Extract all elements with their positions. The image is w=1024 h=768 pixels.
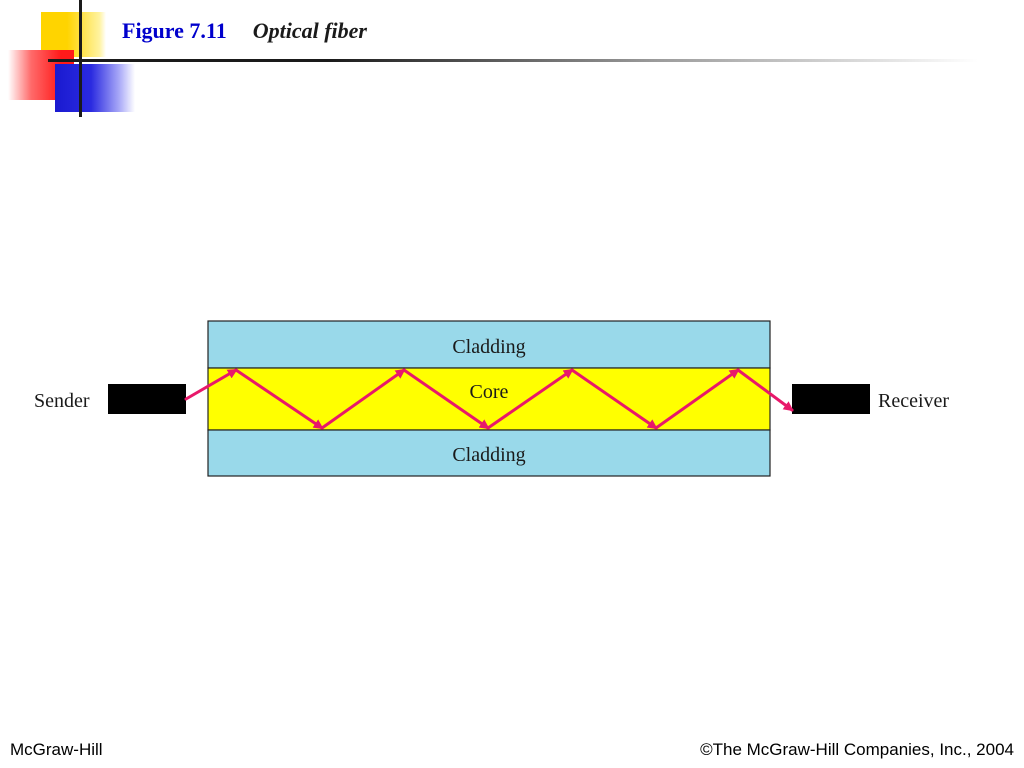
light-ray-segment bbox=[570, 368, 658, 430]
light-ray-segment bbox=[402, 368, 490, 430]
sender-device bbox=[108, 384, 186, 414]
cladding-bottom-label: Cladding bbox=[452, 444, 525, 466]
light-ray-segment bbox=[486, 368, 574, 430]
light-ray-segment bbox=[654, 368, 740, 430]
receiver-device bbox=[792, 384, 870, 414]
receiver-label: Receiver bbox=[878, 390, 949, 412]
decor-horizontal-line bbox=[48, 59, 978, 62]
decor-blue-block bbox=[55, 64, 135, 112]
cladding-top-label: Cladding bbox=[452, 336, 525, 358]
figure-title: Optical fiber bbox=[252, 18, 367, 43]
light-ray-segment bbox=[736, 368, 794, 412]
decor-vertical-line bbox=[79, 0, 82, 117]
core-label: Core bbox=[470, 381, 509, 403]
light-ray-segment bbox=[234, 368, 324, 430]
light-ray-segment bbox=[184, 368, 238, 401]
slide-title: Figure 7.11 Optical fiber bbox=[122, 18, 367, 48]
footer-publisher: McGraw-Hill bbox=[10, 740, 103, 759]
cladding-top bbox=[207, 320, 771, 369]
light-ray-segment bbox=[320, 368, 406, 430]
footer-copyright: ©The McGraw-Hill Companies, Inc., 2004 bbox=[700, 740, 1014, 759]
cladding-bottom bbox=[207, 429, 771, 477]
light-ray-path bbox=[184, 368, 794, 430]
decor-yellow-block bbox=[41, 12, 106, 57]
figure-label: Figure 7.11 bbox=[122, 18, 227, 43]
sender-label: Sender bbox=[34, 390, 90, 412]
